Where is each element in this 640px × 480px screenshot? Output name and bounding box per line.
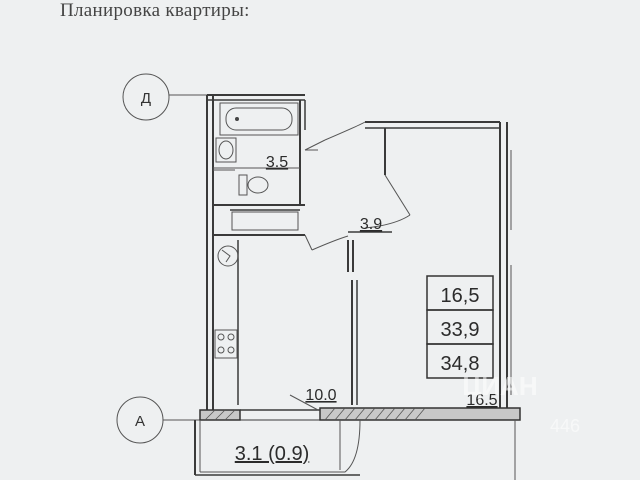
hall-area-label: 3.9	[360, 216, 382, 233]
page-title: Планировка квартиры:	[60, 0, 250, 21]
total-area-value: 33,9	[441, 319, 480, 341]
axis-label-top: Д	[141, 90, 151, 107]
living-area-value: 16,5	[441, 285, 480, 307]
outer-walls	[199, 94, 521, 421]
balcony	[194, 419, 516, 480]
kitchen-appliances	[214, 240, 239, 405]
wall-hatching	[204, 407, 426, 421]
stove-icon	[214, 329, 238, 359]
hall-walls	[213, 121, 411, 411]
boiler-icon	[217, 245, 239, 267]
kitchen-area-label: 10.0	[305, 387, 336, 404]
room-area-label: 16.5	[466, 392, 497, 409]
watermark-brand: ЦИАН	[462, 371, 537, 401]
balcony-area-label: 3.1 (0.9)	[235, 443, 309, 465]
bathroom	[213, 100, 306, 206]
axis-label-bottom: А	[135, 413, 145, 430]
axis-marker-top: Д	[122, 73, 210, 121]
total-with-balcony-value: 34,8	[441, 353, 480, 375]
area-summary-box: 16,5 33,9 34,8	[426, 275, 494, 379]
watermark-id: 446	[550, 416, 580, 436]
watermark: ЦИАН 446	[462, 371, 580, 436]
bathroom-area-label: 3.5	[266, 154, 288, 171]
